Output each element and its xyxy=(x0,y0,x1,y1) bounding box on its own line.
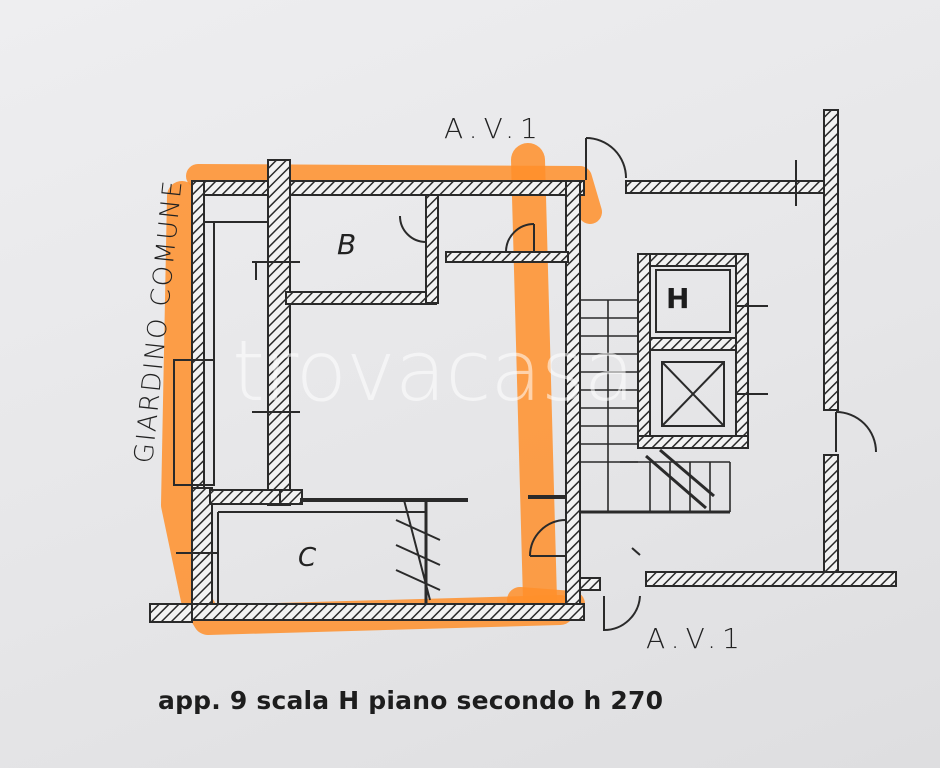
room-c-label: C xyxy=(298,543,317,573)
landing-walls xyxy=(579,109,897,591)
apartment-walls xyxy=(149,159,585,623)
elevator-label: H xyxy=(666,282,689,315)
room-b-label: B xyxy=(337,228,356,261)
bottom-access-label: A.V.1 xyxy=(646,622,746,655)
doors xyxy=(395,137,877,632)
elevator xyxy=(631,160,797,556)
staircase xyxy=(580,299,731,514)
watermark: trovacasa xyxy=(232,322,635,420)
interior-lines xyxy=(173,221,566,604)
plan-caption: app. 9 scala H piano secondo h 270 xyxy=(158,686,664,715)
top-access-label: A.V.1 xyxy=(444,112,544,145)
